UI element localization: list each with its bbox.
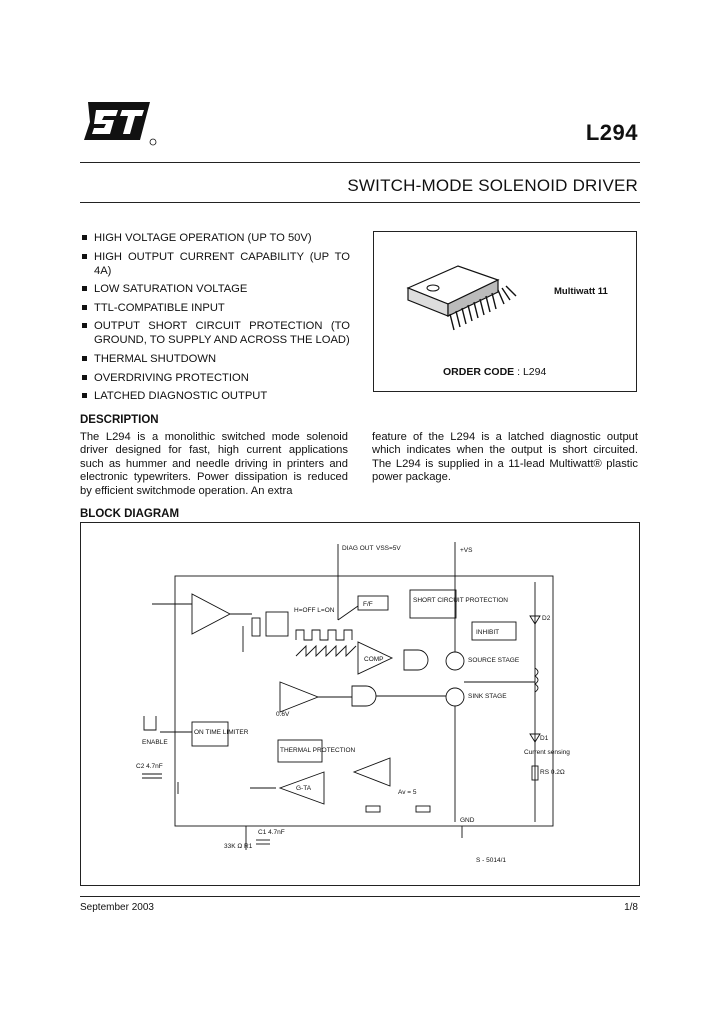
block-diagram-heading: BLOCK DIAGRAM [80,508,180,520]
diag-label-d2: D2 [542,615,551,622]
feature-item: LATCHED DIAGNOSTIC OUTPUT [80,389,350,403]
multiwatt-package-image [406,265,517,331]
diag-label-comp: COMP [364,656,384,663]
diag-label-current-sensing: Current sensing [524,749,570,756]
diag-label-d1: D1 [540,735,549,742]
description-col1: The L294 is a monolithic switched mode s… [80,431,348,497]
order-code-label: ORDER CODE [443,366,515,378]
feature-item: LOW SATURATION VOLTAGE [80,282,350,296]
package-box [373,231,637,392]
footer-rule [80,896,640,897]
diag-label-vs: +VS [460,547,473,554]
diag-label-vss: VSS=5V [376,545,401,552]
description-col2: feature of the L294 is a latched diagnos… [372,431,638,484]
header-rule-bottom [80,202,640,203]
diag-label-source-stage: SOURCE STAGE [468,657,520,664]
feature-item: THERMAL SHUTDOWN [80,352,350,366]
diag-label-code: S - 5014/1 [476,857,506,864]
footer-page: 1/8 [624,902,638,913]
diag-label-short-circuit: SHORT CIRCUIT PROTECTION [413,597,508,604]
package-name: Multiwatt 11 [554,286,608,297]
block-diagram-frame [80,522,640,886]
feature-item: HIGH VOLTAGE OPERATION (UP TO 50V) [80,231,350,245]
order-code-value: : L294 [517,366,547,378]
description-heading: DESCRIPTION [80,414,159,426]
diag-label-rs: RS 0.2Ω [540,769,565,776]
header-rule-top [80,162,640,163]
diag-label-sink-stage: SINK STAGE [468,693,507,700]
diag-label-inhibit: INHIBIT [476,629,499,636]
page-title: SWITCH-MODE SOLENOID DRIVER [347,176,638,195]
feature-item: HIGH OUTPUT CURRENT CAPABILITY (UP TO 4A… [80,250,350,278]
diag-label-gnd: GND [460,817,475,824]
diag-label-thermal-protection: THERMAL PROTECTION [280,747,356,754]
diag-label-enable: ENABLE [142,739,168,746]
st-logo [84,102,157,146]
diag-label-c1: C1 4.7nF [258,829,285,836]
feature-item: OVERDRIVING PROTECTION [80,371,350,385]
diag-label-vref: 0.6V [276,711,290,718]
diag-label-hoff: H=OFF L=ON [294,607,335,614]
diag-label-diag-out: DIAG OUT [342,545,373,552]
diag-label-r1: 33K Ω R1 [224,843,253,850]
diag-label-av: Av = 5 [398,789,417,796]
diag-label-ff: F/F [363,601,373,608]
feature-item: TTL-COMPATIBLE INPUT [80,301,350,315]
feature-item: OUTPUT SHORT CIRCUIT PROTECTION (TO GROU… [80,319,350,347]
feature-list: HIGH VOLTAGE OPERATION (UP TO 50V) HIGH … [80,231,350,408]
order-code: ORDER CODE : L294 [443,366,546,378]
diag-label-on-time-limiter: ON TIME LIMITER [194,729,249,736]
part-number: L294 [585,120,638,145]
footer-date: September 2003 [80,902,154,913]
diag-label-gta: G-TA [296,785,312,792]
diag-label-c2: C2 4.7nF [136,763,163,770]
block-diagram: DIAG OUT VSS=5V +VS F/F SHORT CIRCUIT PR… [136,542,570,864]
